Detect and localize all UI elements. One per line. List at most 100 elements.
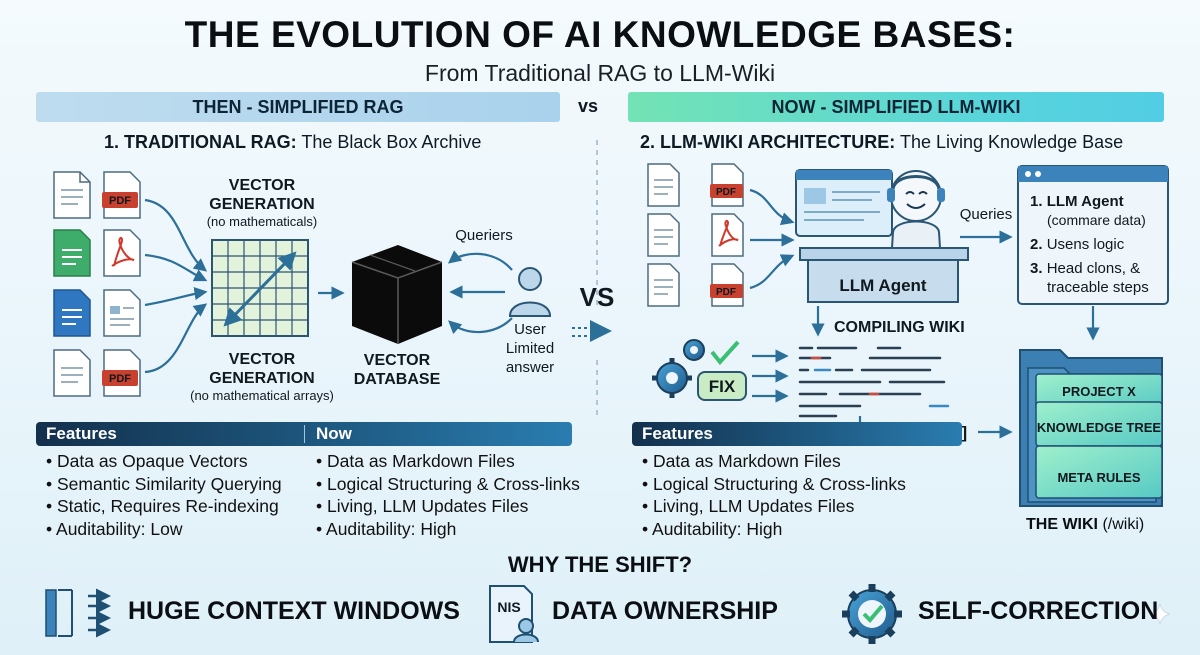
step-2-num: 2. [1030, 236, 1043, 253]
fix-badge [697, 371, 747, 401]
document-icon [647, 213, 680, 257]
llm-agent-robot-icon [795, 169, 969, 303]
fix-arrows [752, 349, 789, 403]
step-2-text: 2. Usens logic [1030, 236, 1125, 253]
data-ownership-icon [489, 585, 539, 643]
limited-label: Limited [506, 340, 554, 357]
benefit-data-ownership: DATA OWNERSHIP [552, 597, 778, 625]
ingest-arrows [144, 198, 208, 374]
context-windows-icon [45, 588, 111, 638]
wiki-heading-bold: 2. LLM-WIKI ARCHITECTURE: [640, 132, 896, 152]
wiki-folders-icon [1019, 349, 1163, 507]
features-separator [304, 425, 305, 443]
step-1-note: (commare data) [1047, 212, 1146, 228]
pdf-label: PDF [109, 195, 131, 207]
rag-heading-rest: The Black Box Archive [296, 132, 482, 152]
step-1-label: LLM Agent [1047, 193, 1124, 210]
pdf-label: PDF [109, 373, 131, 385]
vector-gen-bottom-note: (no mathematical arrays) [190, 388, 334, 403]
self-correction-gear-icon [842, 584, 902, 644]
features-bar-right: Features [632, 422, 962, 446]
list-item: Auditability: High [642, 518, 906, 541]
steps-window [1017, 165, 1169, 305]
vs-label-top: vs [578, 96, 599, 116]
pdf-icon: PDF [710, 263, 744, 307]
folder-project-x: PROJECT X [1062, 384, 1136, 399]
center-vs: VS [580, 282, 615, 312]
folder-meta-rules: META RULES [1057, 470, 1140, 485]
step-3-text: 3. Head clons, & [1030, 260, 1140, 277]
vector-gen-top-line1: VECTOR [229, 177, 296, 194]
compiling-wiki-label: COMPILING WIKI [834, 319, 965, 336]
now-features-list: Data as Markdown Files Logical Structuri… [316, 450, 580, 540]
rag-section-heading: 1. TRADITIONAL RAG: The Black Box Archiv… [104, 132, 481, 153]
folder-knowledge-tree: KNOWLEDGE TREE [1037, 420, 1162, 435]
features-title: Features [46, 424, 117, 443]
document-icon [103, 289, 141, 337]
why-shift-heading: WHY THE SHIFT? [507, 552, 693, 577]
then-banner: THEN - SIMPLIFIED RAG [36, 92, 560, 122]
nis-label: NIS [497, 599, 520, 615]
wiki-caption-bold: THE WIKI [1026, 516, 1098, 533]
vector-db-line1: VECTOR [364, 352, 431, 369]
acrobat-pdf-icon [103, 229, 141, 277]
queriers-label: Queriers [455, 227, 513, 244]
benefit-self-correction: SELF-CORRECTION [918, 597, 1159, 625]
wiki-caption: THE WIKI (/wiki) [1026, 516, 1144, 534]
rag-heading-bold: 1. TRADITIONAL RAG: [104, 132, 297, 152]
document-icon [647, 263, 680, 307]
document-icon [53, 349, 91, 397]
pdf-label: PDF [716, 287, 736, 298]
page-title: THE EVOLUTION OF AI KNOWLEDGE BASES: [184, 14, 1016, 55]
transition-arrow-icon [572, 320, 612, 342]
step-3-label: Head clons, & [1047, 260, 1140, 277]
list-item: Data as Markdown Files [316, 450, 580, 473]
vector-gen-top-note: (no mathematicals) [207, 214, 318, 229]
list-item: Logical Structuring & Cross-links [316, 473, 580, 496]
vector-gen-top-line2: GENERATION [209, 196, 314, 213]
step-1-num: 1. [1030, 193, 1043, 210]
list-item: Logical Structuring & Cross-links [642, 473, 906, 496]
black-box-database-icon [351, 245, 443, 344]
vector-db-line2: DATABASE [354, 371, 441, 388]
blue-document-icon [53, 289, 91, 337]
gears-icon [652, 339, 740, 398]
step-3-num: 3. [1030, 260, 1043, 277]
answer-label: answer [506, 359, 554, 376]
document-icon [647, 163, 680, 207]
list-item: Data as Markdown Files [642, 450, 906, 473]
acrobat-pdf-icon [711, 213, 744, 257]
list-item: Semantic Similarity Querying [46, 473, 282, 496]
llm-agent-label: LLM Agent [839, 276, 927, 295]
markdown-code-snippet [798, 346, 950, 418]
now-banner: NOW - SIMPLIFIED LLM-WIKI [628, 92, 1164, 122]
wiki-features-list: Data as Markdown Files Logical Structuri… [642, 450, 906, 540]
benefit-context-windows: HUGE CONTEXT WINDOWS [128, 597, 460, 625]
doc-to-agent-arrows [749, 188, 795, 290]
list-item: Data as Opaque Vectors [46, 450, 282, 473]
then-features-list: Data as Opaque Vectors Semantic Similari… [46, 450, 282, 540]
pdf-label: PDF [716, 187, 736, 198]
pdf-icon: PDF [710, 163, 744, 207]
queries-label: Queries [960, 206, 1013, 223]
step-3-note: traceable steps [1047, 279, 1149, 296]
list-item: Living, LLM Updates Files [642, 495, 906, 518]
step-2-label: Usens logic [1047, 236, 1125, 253]
list-item: Auditability: High [316, 518, 580, 541]
vector-gen-bottom-line1: VECTOR [229, 351, 296, 368]
step-1-text: 1. LLM Agent [1030, 193, 1124, 210]
wiki-heading-rest: The Living Knowledge Base [895, 132, 1124, 152]
page-subtitle: From Traditional RAG to LLM-Wiki [424, 60, 776, 86]
vector-gen-bottom-line2: GENERATION [209, 370, 314, 387]
pdf-icon: PDF [102, 349, 141, 397]
green-document-icon [53, 229, 91, 277]
vector-grid-icon [211, 239, 309, 337]
query-arrows [447, 250, 513, 335]
pdf-icon: PDF [102, 171, 141, 219]
list-item: Static, Requires Re-indexing [46, 495, 282, 518]
list-item: Living, LLM Updates Files [316, 495, 580, 518]
fix-label: FIX [709, 377, 736, 396]
wiki-features-title: Features [642, 424, 713, 443]
list-item: Auditability: Low [46, 518, 282, 541]
